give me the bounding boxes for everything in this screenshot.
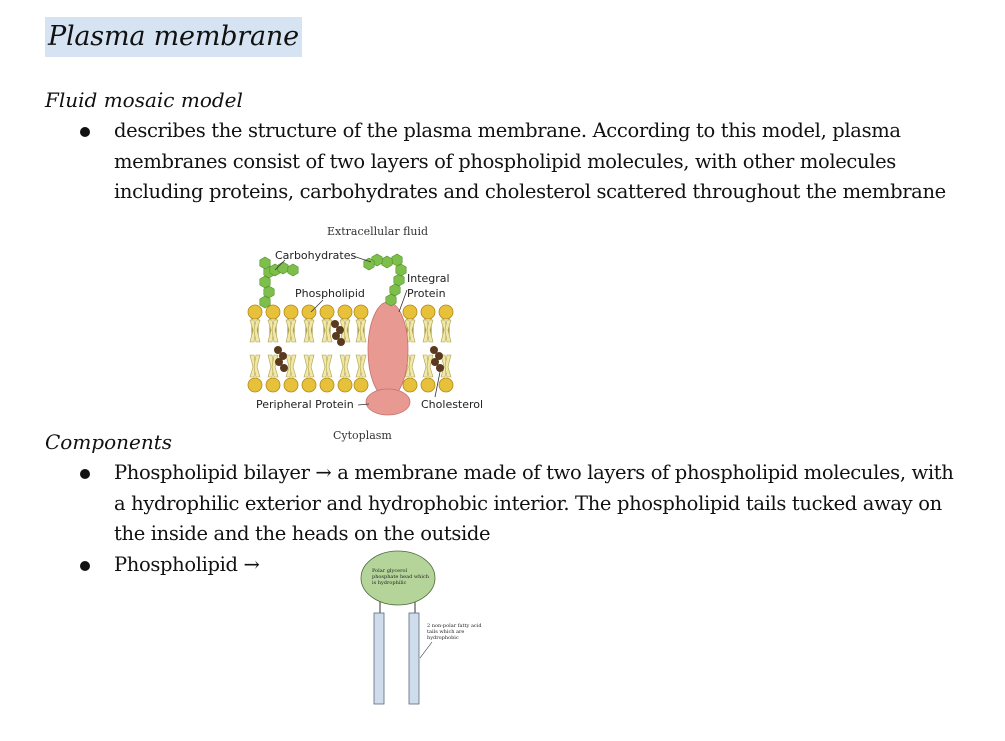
section-heading-fluid-mosaic: Fluid mosaic model xyxy=(45,88,243,112)
integral-protein xyxy=(367,301,409,399)
tail-label-line1: 2 non-polar fatty acid xyxy=(427,623,482,629)
peripheral-protein xyxy=(365,388,411,416)
integral-protein-label-line1: Integral xyxy=(407,272,450,285)
fatty-acid-tail-right xyxy=(408,612,420,705)
extracellular-fluid-label: Extracellular fluid xyxy=(327,225,428,238)
head-label-line1: Polar glycerol xyxy=(372,568,408,574)
cytoplasm-label: Cytoplasm xyxy=(333,429,392,442)
tail-label-line2: tails which are xyxy=(427,629,464,635)
phospholipid-bilayer-description: Phospholipid bilayer → a membrane made o… xyxy=(114,461,954,545)
phospholipid-label: Phospholipid xyxy=(295,287,365,300)
integral-protein-label-line2: Protein xyxy=(407,287,446,300)
fluid-mosaic-description: describes the structure of the plasma me… xyxy=(114,119,946,203)
bullet-dot xyxy=(80,469,90,479)
section-heading-components: Components xyxy=(45,430,173,454)
bullet-dot xyxy=(80,561,90,571)
fluid-mosaic-diagram: Extracellular fluid Carbohydrates Phosph… xyxy=(247,225,483,442)
fatty-acid-tail-left xyxy=(373,612,385,705)
page-title: Plasma membrane xyxy=(45,17,302,57)
phosphate-head xyxy=(360,550,436,606)
bullet-dot xyxy=(80,127,90,137)
head-label-line2: phosphate head which xyxy=(372,574,430,580)
tail-label-line3: hydrophobic xyxy=(427,635,459,641)
head-label-line3: is hydrophilic xyxy=(372,580,407,586)
carbohydrates-label: Carbohydrates xyxy=(275,249,356,262)
cholesterol-label: Cholesterol xyxy=(421,398,483,411)
phospholipid-diagram: Polar glycerol phosphate head which is h… xyxy=(360,550,482,705)
peripheral-protein-label: Peripheral Protein xyxy=(256,398,354,411)
phospholipid-description: Phospholipid → xyxy=(114,553,260,576)
